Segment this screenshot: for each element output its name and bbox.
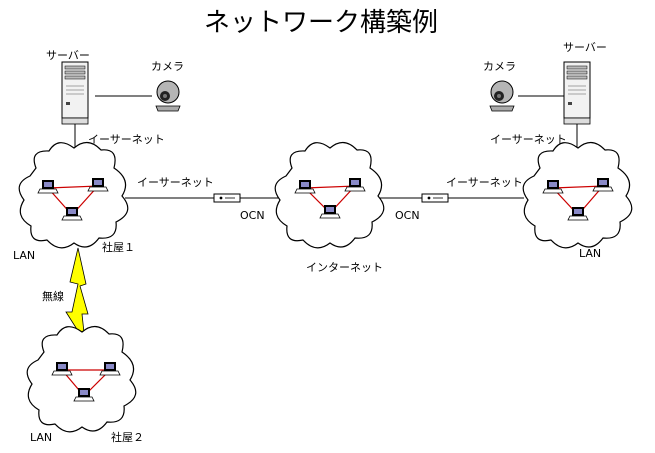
camera-label: カメラ xyxy=(151,60,184,73)
ethernet-label: イーサーネット xyxy=(137,176,214,189)
page-title: ネットワーク構築例 xyxy=(204,8,439,38)
ocn-label: OCN xyxy=(395,209,420,222)
router-icon xyxy=(421,193,449,203)
lan-label: LAN xyxy=(30,431,53,444)
ocn-label: OCN xyxy=(240,209,265,222)
camera-icon xyxy=(489,80,515,112)
internet-label: インターネット xyxy=(306,261,383,274)
lan-triangle xyxy=(551,185,605,216)
lan-triangle xyxy=(46,185,100,216)
cloud-icon xyxy=(522,141,633,249)
lan-label: LAN xyxy=(13,249,36,262)
server-icon xyxy=(61,61,89,125)
building-label: 社屋１ xyxy=(102,241,135,254)
camera-icon xyxy=(155,80,181,112)
wireless-label: 無線 xyxy=(42,290,64,303)
building-label: 社屋２ xyxy=(111,431,144,444)
ethernet-label: イーサーネット xyxy=(446,176,523,189)
lan-label: LAN xyxy=(579,247,602,260)
cloud-icon xyxy=(18,141,129,249)
ethernet-label: イーサーネット xyxy=(88,133,165,146)
cloud-icon xyxy=(26,325,137,433)
ethernet-label: イーサーネット xyxy=(490,133,567,146)
server-label: サーバー xyxy=(563,41,607,54)
cloud-icon xyxy=(274,141,385,249)
lan-triangle xyxy=(60,369,112,397)
server-label: サーバー xyxy=(46,49,90,62)
camera-label: カメラ xyxy=(483,60,516,73)
server-icon xyxy=(563,61,591,125)
lan-triangle xyxy=(303,185,357,214)
router-icon xyxy=(213,193,241,203)
